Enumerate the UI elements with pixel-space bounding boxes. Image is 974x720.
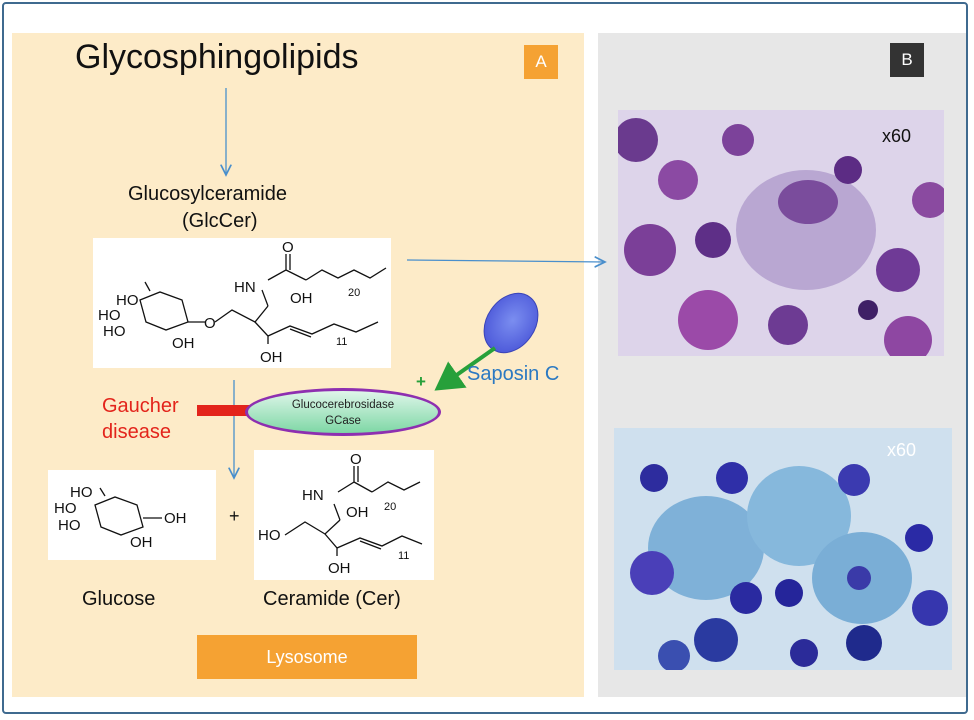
ceramide-chain1-count: 20 (384, 501, 396, 513)
glucosylceramide-labels: HO HO HO OH O HN O OH OH 20 11 (98, 239, 360, 366)
glccer-nh: HN (234, 279, 256, 296)
glucose-ho-3: HO (58, 517, 81, 534)
glccer-ho-2: HO (98, 307, 121, 324)
glccer-ho-3: HO (103, 323, 126, 340)
magnification-label-1: x60 (882, 126, 912, 146)
glucose-ho-2: HO (54, 500, 77, 517)
glucose-label: Glucose (82, 588, 156, 610)
ceramide-molecule (284, 466, 423, 556)
enzyme-abbr: GCase (325, 415, 361, 427)
panel-a-badge: A (524, 45, 558, 79)
activation-plus: + (416, 372, 426, 391)
micrograph-blue (614, 428, 952, 670)
glccer-oh: OH (172, 335, 195, 352)
gaucher-line-1: Gaucher (102, 395, 179, 417)
glucosylceramide-structure-box (93, 238, 391, 368)
inhibition-bar (197, 405, 259, 416)
saposin-c-icon (483, 292, 539, 354)
glucose-structure-box (48, 470, 216, 560)
panel-b-badge: B (890, 43, 924, 77)
glucose-ho-1: HO (70, 484, 93, 501)
glucosylceramide-label: Glucosylceramide (128, 183, 287, 205)
glucosylceramide-abbr: (GlcCer) (182, 210, 258, 232)
glccer-chain1-count: 20 (348, 287, 360, 299)
micrograph-purple-cells (618, 110, 944, 356)
glccer-chain2-count: 11 (336, 336, 347, 348)
pathway-title: Glycosphingolipids (75, 38, 359, 76)
glucose-oh-anomeric: OH (164, 510, 187, 527)
ceramide-nh: HN (302, 487, 324, 504)
ceramide-label: Ceramide (Cer) (263, 588, 401, 610)
glucosylceramide-molecule (139, 254, 387, 344)
arrow-glccer-to-micrograph (406, 260, 605, 262)
micrograph-purple (618, 110, 944, 356)
gaucher-disease-label: Gaucher disease (102, 393, 179, 445)
ceramide-oh-bottom: OH (328, 560, 351, 577)
micrograph-blue-cells (614, 428, 952, 670)
gcase-enzyme: Glucocerebrosidase GCase (245, 388, 441, 436)
glucose-molecule (94, 487, 162, 536)
ceramide-ho: HO (258, 527, 281, 544)
ceramide-oh-chain: OH (346, 504, 369, 521)
ceramide-structure-box (254, 450, 434, 580)
ceramide-chain2-count: 11 (398, 550, 409, 562)
saposin-activation-arrow (434, 346, 497, 391)
glccer-o-link: O (204, 315, 216, 332)
glucose-labels: HO HO HO OH OH (54, 484, 187, 551)
magnification-label-2: x60 (887, 440, 917, 460)
gaucher-line-2: disease (102, 421, 171, 443)
lysosome-label: Lysosome (197, 635, 417, 679)
reaction-plus: + (229, 506, 240, 526)
ceramide-o-carbonyl: O (350, 451, 362, 468)
glccer-oh-bottom: OH (260, 349, 283, 366)
enzyme-name: Glucocerebrosidase (291, 399, 395, 411)
saposin-c-label: Saposin C (467, 363, 560, 385)
glccer-ho-1: HO (116, 292, 139, 309)
glucose-oh: OH (130, 534, 153, 551)
glccer-o-carbonyl: O (282, 239, 294, 256)
glccer-oh-chain: OH (290, 290, 313, 307)
ceramide-labels: HO HN O OH OH 20 11 (258, 451, 409, 577)
